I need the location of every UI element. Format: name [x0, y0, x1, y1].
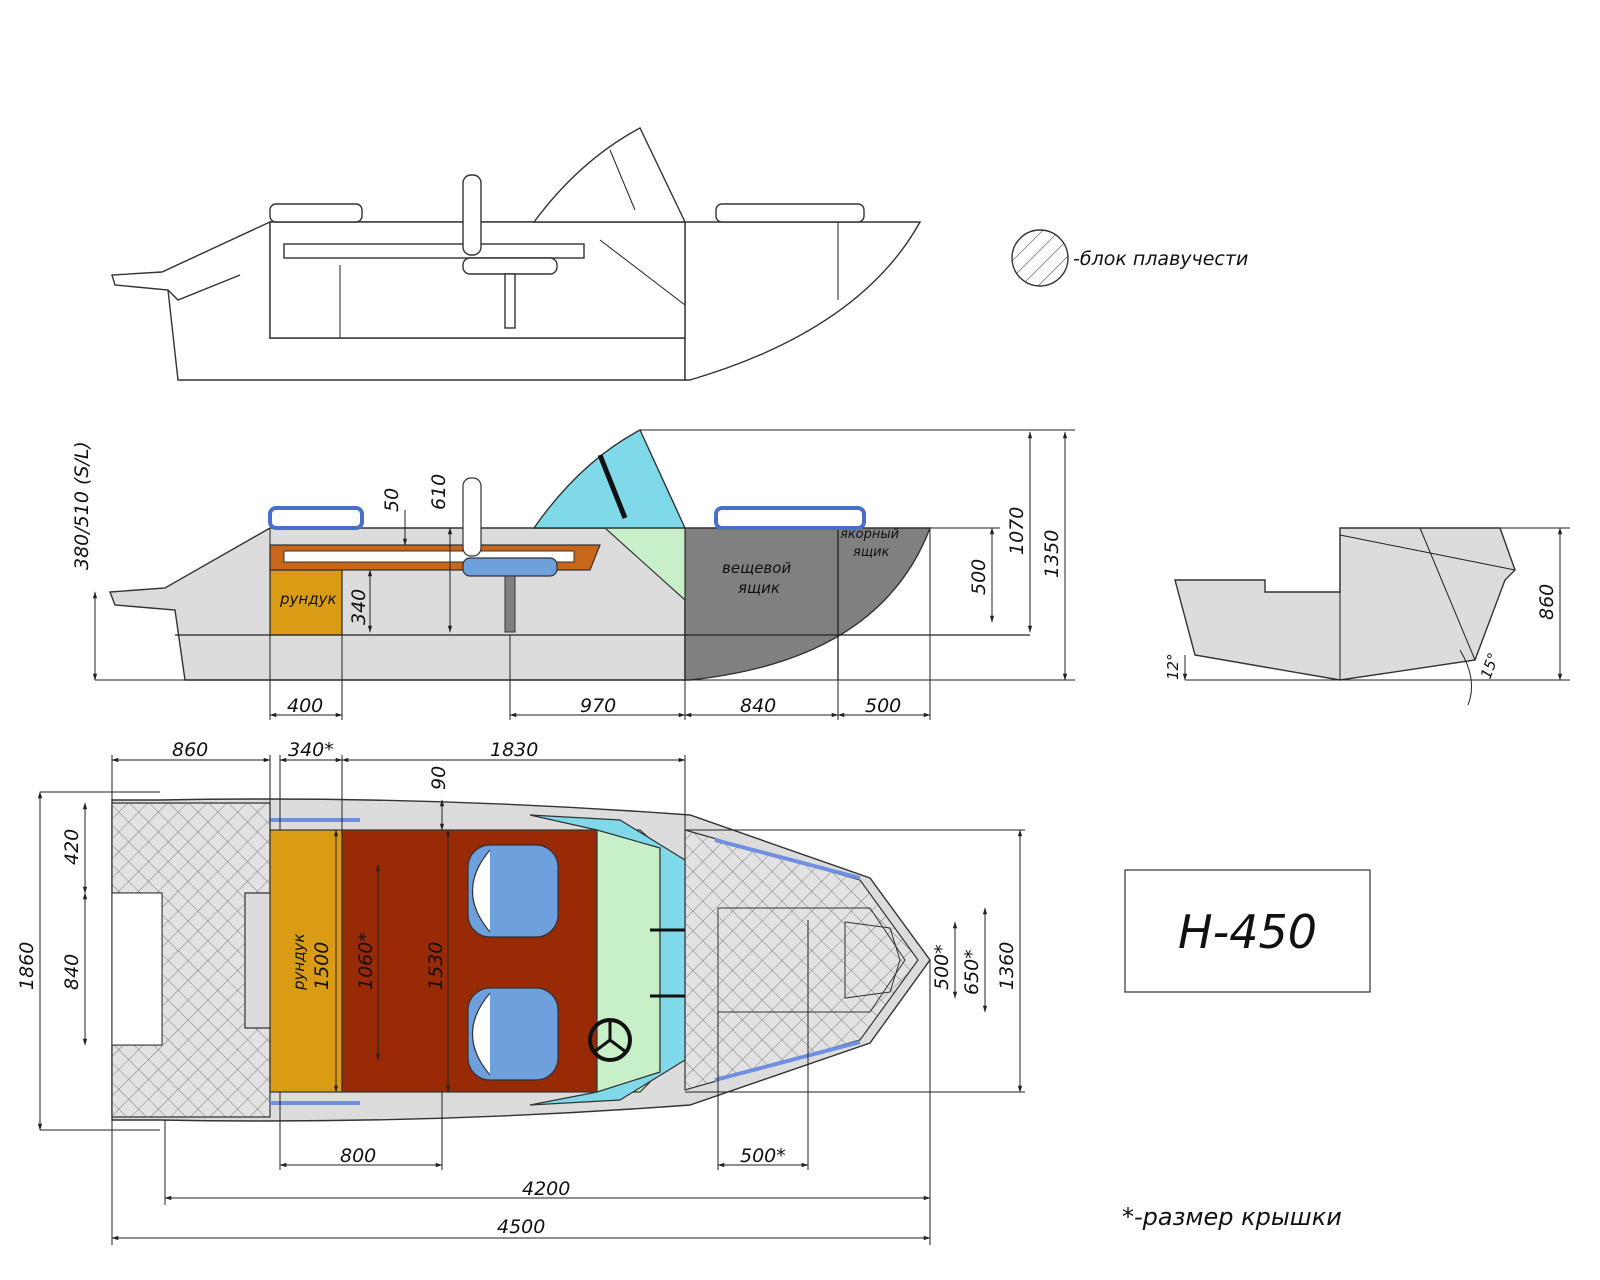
plan-view: рундук	[111, 798, 931, 1122]
plan-dimensions: 860 340* 1830 90 420 840 1860 1500 1060*…	[16, 739, 1025, 1245]
plan-dim-4500: 4500	[497, 1216, 545, 1238]
plan-dim-840: 840	[61, 954, 83, 990]
side-profile-view: рундук вещевой ящик якорный ящик	[109, 429, 1030, 681]
plan-dim-1060s: 1060*	[355, 932, 377, 990]
dim-50: 50	[381, 488, 403, 512]
profile-dimensions: 380/510 (S/L) 50 610 340 500 1070 1350 4…	[71, 429, 1075, 720]
plan-dim-1360: 1360	[996, 942, 1018, 990]
plan-dim-800: 800	[340, 1145, 376, 1167]
float-block-legend: -блок плавучести	[1011, 229, 1248, 287]
plan-dim-90: 90	[428, 766, 450, 790]
plan-dim-1860: 1860	[16, 942, 38, 990]
anchor-box-label-2: ящик	[853, 545, 890, 560]
dim-380-510: 380/510 (S/L)	[71, 441, 93, 570]
cross-section-view: 860 12° 15°	[1164, 527, 1570, 706]
section-dim-860: 860	[1536, 584, 1558, 620]
model-title: Н-450	[1178, 905, 1317, 959]
anchor-box-label-1: якорный	[840, 527, 899, 542]
dim-400: 400	[287, 695, 323, 717]
side-outline-view	[111, 127, 922, 381]
rundyk-label: рундук	[279, 590, 337, 608]
dim-1350: 1350	[1041, 530, 1063, 578]
footnote: *-размер крышки	[1122, 1203, 1342, 1231]
plan-dim-860: 860	[172, 739, 208, 761]
dim-1070: 1070	[1006, 507, 1028, 555]
plan-dim-420: 420	[61, 829, 83, 865]
dim-840: 840	[740, 695, 776, 717]
grey-box-label-1: вещевой	[722, 559, 791, 577]
plan-dim-340s: 340*	[288, 739, 334, 761]
plan-dim-1530: 1530	[425, 942, 447, 990]
float-block-swatch	[1011, 229, 1069, 287]
plan-dim-4200: 4200	[522, 1178, 570, 1200]
plan-dim-500s: 500*	[931, 944, 953, 990]
grey-box-label-2: ящик	[738, 579, 780, 597]
dim-340: 340	[348, 589, 370, 625]
dim-610: 610	[428, 474, 450, 510]
title-block: Н-450	[1124, 869, 1371, 993]
dim-970: 970	[580, 695, 616, 717]
rundyk-plan-label: рундук	[290, 933, 308, 991]
steering-wheel-icon	[588, 1018, 632, 1062]
plan-dim-1500: 1500	[311, 942, 333, 990]
plan-dim-650s: 650*	[961, 949, 983, 995]
dim-500b: 500	[865, 695, 901, 717]
float-block-label: -блок плавучести	[1073, 248, 1248, 270]
angle-12: 12°	[1164, 653, 1182, 680]
angle-15: 15°	[1477, 650, 1503, 681]
plan-dim-500sb: 500*	[740, 1145, 786, 1167]
plan-dim-1830: 1830	[490, 739, 538, 761]
dim-500: 500	[968, 559, 990, 595]
